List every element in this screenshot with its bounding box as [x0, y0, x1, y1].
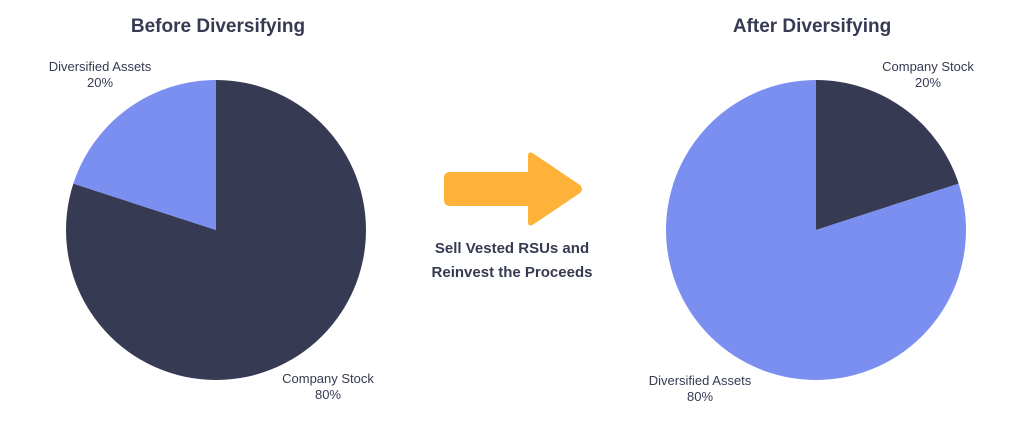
slice-label-value: 80%: [686, 389, 714, 404]
slice-label-name: Company Stock: [282, 371, 374, 386]
slice-label-name: Diversified Assets: [48, 59, 152, 74]
slice-label-name: Company Stock: [882, 59, 974, 74]
pie-slice-company-stock: [66, 80, 367, 380]
slice-label-diversified-before: Diversified Assets 20%: [49, 59, 152, 91]
slice-label-diversified-after: Diversified Assets 80%: [649, 373, 752, 405]
slice-label-company-before: Company Stock 80%: [282, 371, 374, 403]
arrow-right-icon: [440, 150, 585, 228]
pie-chart-before: [66, 80, 367, 380]
caption: Sell Vested RSUs and Reinvest the Procee…: [432, 237, 593, 285]
slice-label-company-after: Company Stock 20%: [882, 59, 974, 91]
slice-label-value: 20%: [914, 75, 942, 90]
pie-chart-after: [666, 80, 966, 380]
caption-line-2: Reinvest the Proceeds: [431, 264, 593, 281]
slice-label-value: 20%: [86, 75, 114, 90]
slice-label-value: 80%: [314, 387, 342, 402]
pie-slice-diversified-assets: [666, 80, 966, 380]
chart-title-before: Before Diversifying: [130, 16, 306, 37]
pie-slice-company-stock: [816, 80, 959, 230]
chart-title-after: After Diversifying: [732, 16, 892, 37]
caption-line-1: Sell Vested RSUs and: [434, 240, 590, 257]
slice-label-name: Diversified Assets: [648, 373, 752, 388]
pie-slice-diversified-assets: [73, 80, 216, 230]
